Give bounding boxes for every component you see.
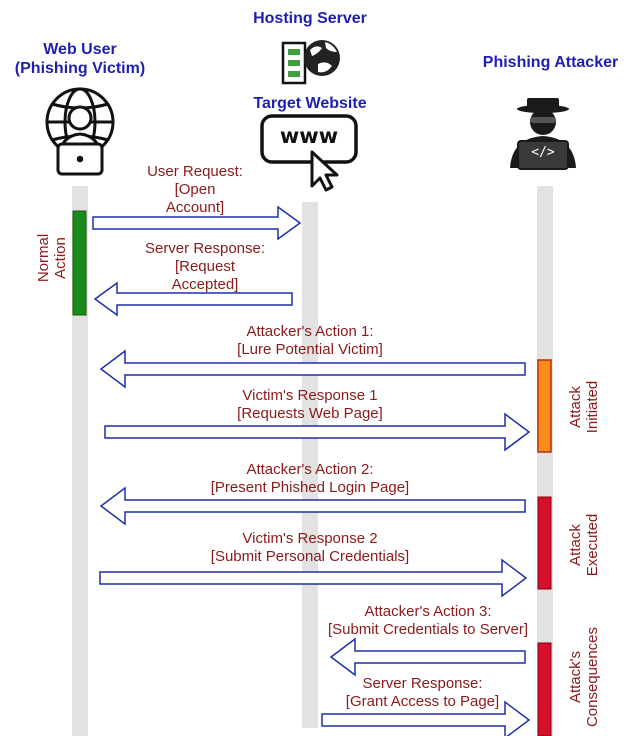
- www-browser-icon: [260, 114, 358, 192]
- message-line: [Open: [174, 181, 216, 198]
- hosting-server-label: Hosting Server: [253, 10, 367, 27]
- message-line: Attacker's Action 3:: [364, 603, 492, 620]
- message-line: Server Response:: [144, 240, 266, 257]
- message-line: [Lure Potential Victim]: [237, 341, 383, 358]
- arrow-attacker-action-3: [329, 637, 526, 677]
- message-user-request: User Request: [Open Account]: [110, 163, 280, 217]
- phase-label-attack-consequences: Attack's Consequences: [567, 622, 603, 732]
- message-line: [Request: [174, 258, 236, 275]
- arrow-user-request: [92, 205, 302, 241]
- message-line: Victim's Response 1: [242, 387, 378, 404]
- phase-line: Attack's: [567, 650, 584, 704]
- message-victim-response-2: Victim's Response 2 [Submit Personal Cre…: [170, 530, 450, 566]
- message-line: [Submit Personal Credentials]: [210, 548, 410, 565]
- phase-line: Attack: [567, 386, 584, 428]
- lifeline-web-user: [72, 186, 88, 736]
- message-line: Server Response:: [362, 675, 483, 692]
- phase-line: Initiated: [584, 380, 601, 434]
- arrow-victim-response-2: [99, 558, 528, 598]
- message-line: [Present Phished Login Page]: [210, 479, 410, 496]
- web-user-label: Web User (Phishing Victim): [0, 40, 160, 78]
- message-line: Accepted]: [171, 276, 239, 293]
- phase-line: Attack: [567, 524, 584, 566]
- message-attacker-action-1: Attacker's Action 1: [Lure Potential Vic…: [180, 323, 440, 359]
- server-globe-icon: [281, 40, 340, 85]
- phase-line: Action: [52, 237, 69, 279]
- phase-line: Executed: [584, 513, 601, 577]
- message-line: Attacker's Action 2:: [246, 461, 374, 478]
- arrow-server-response-2: [321, 700, 531, 736]
- phase-bar-normal-action: [72, 210, 87, 316]
- message-attacker-action-3: Attacker's Action 3: [Submit Credentials…: [316, 603, 540, 639]
- arrow-server-response-1: [93, 281, 293, 317]
- code-symbol-text: </>: [531, 145, 555, 160]
- phase-label-normal-action: Normal Action: [35, 223, 71, 293]
- phase-line: Normal: [35, 233, 52, 283]
- phase-bar-attack-initiated: [537, 359, 552, 453]
- target-website-label: Target Website: [253, 95, 367, 112]
- message-line: [Submit Credentials to Server]: [327, 621, 529, 638]
- phishing-attacker-icon: [510, 98, 576, 170]
- message-line: User Request:: [147, 163, 243, 180]
- arrow-victim-response-1: [104, 412, 531, 452]
- lifeline-server: [302, 202, 318, 728]
- arrow-attacker-action-2: [99, 486, 526, 526]
- phase-bar-attack-consequences: [537, 642, 552, 736]
- web-user-title: Web User: [43, 41, 117, 58]
- message-attacker-action-2: Attacker's Action 2: [Present Phished Lo…: [170, 461, 450, 497]
- message-line: [Grant Access to Page]: [345, 693, 500, 710]
- message-server-response-1: Server Response: [Request Accepted]: [110, 240, 300, 294]
- phase-bar-attack-executed: [537, 496, 552, 590]
- message-victim-response-1: Victim's Response 1 [Requests Web Page]: [180, 387, 440, 423]
- web-user-subtitle: (Phishing Victim): [14, 60, 146, 77]
- phishing-attacker-label: Phishing Attacker: [482, 54, 619, 71]
- phase-line: Consequences: [584, 626, 601, 728]
- phase-label-attack-initiated: Attack Initiated: [567, 367, 603, 447]
- message-line: Victim's Response 2: [242, 530, 378, 547]
- message-line: Account]: [165, 199, 225, 216]
- www-text: www: [279, 124, 339, 148]
- arrow-attacker-action-1: [99, 349, 526, 389]
- message-server-response-2: Server Response: [Grant Access to Page]: [330, 675, 515, 711]
- lifeline-attacker: [537, 186, 553, 736]
- phase-label-attack-executed: Attack Executed: [567, 505, 603, 585]
- message-line: [Requests Web Page]: [237, 405, 383, 422]
- web-user-icon: [45, 87, 115, 176]
- message-line: Attacker's Action 1:: [246, 323, 374, 340]
